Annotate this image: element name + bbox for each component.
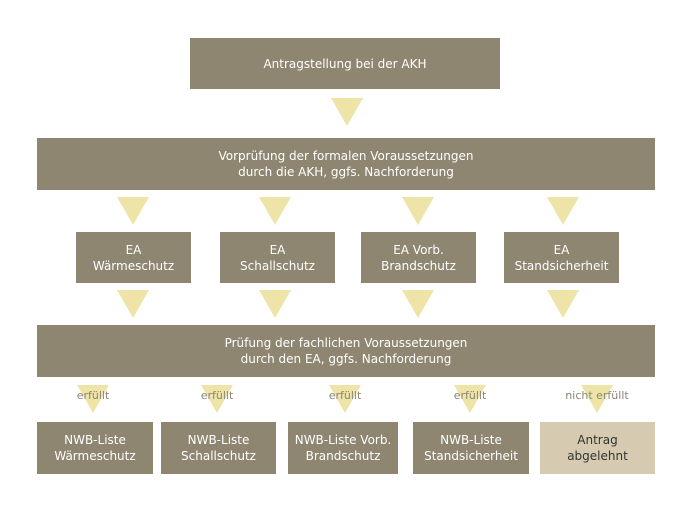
arrow-down-icon	[547, 290, 579, 318]
result-box: NWB-Liste Standsicherheit	[413, 422, 529, 474]
arrow-down-icon	[329, 385, 361, 413]
result-box: NWB-Liste Wärmeschutz	[37, 422, 153, 474]
outcome-label: nicht erfüllt	[565, 389, 629, 402]
result-box: NWB-Liste Vorb. Brandschutz	[288, 422, 398, 474]
ea-box: EA Standsicherheit	[504, 232, 619, 283]
arrow-down-icon	[454, 385, 486, 413]
arrow-down-icon	[547, 197, 579, 225]
arrow-down-icon	[402, 197, 434, 225]
step-preliminary-check: Vorprüfung der formalen Voraussetzungen …	[37, 138, 655, 190]
arrow-down-icon	[402, 290, 434, 318]
step-application: Antragstellung bei der AKH	[190, 38, 500, 89]
ea-box: EA Vorb. Brandschutz	[361, 232, 476, 283]
outcome-label: erfüllt	[76, 389, 110, 402]
ea-box: EA Wärmeschutz	[76, 232, 191, 283]
arrow-down-icon	[201, 385, 233, 413]
step-technical-check: Prüfung der fachlichen Voraussetzungen d…	[37, 325, 655, 377]
arrow-down-icon	[259, 197, 291, 225]
outcome-label: erfüllt	[453, 389, 487, 402]
arrow-down-icon	[77, 385, 109, 413]
arrow-down-icon	[331, 98, 363, 126]
arrow-down-icon	[117, 197, 149, 225]
outcome-label: erfüllt	[328, 389, 362, 402]
arrow-down-icon	[117, 290, 149, 318]
outcome-label: erfüllt	[200, 389, 234, 402]
ea-box: EA Schallschutz	[220, 232, 335, 283]
arrow-down-icon	[581, 385, 613, 413]
result-box-rejected: Antrag abgelehnt	[540, 422, 655, 474]
result-box: NWB-Liste Schallschutz	[161, 422, 276, 474]
arrow-down-icon	[259, 290, 291, 318]
